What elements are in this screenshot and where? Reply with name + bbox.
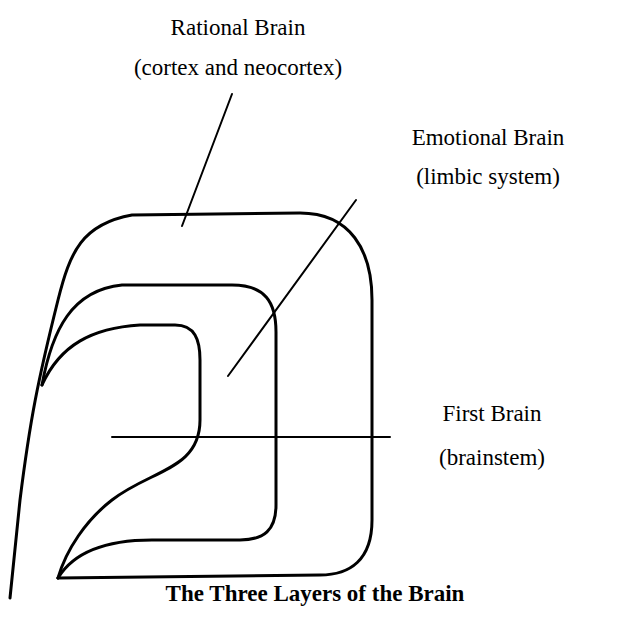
layer-label: (cortex and neocortex): [134, 54, 342, 82]
middle-layer-outline: [42, 285, 276, 578]
layer-label: (brainstem): [439, 444, 545, 472]
leader-line: [228, 200, 356, 376]
layer-label: Emotional Brain: [412, 124, 565, 152]
layer-label: (limbic system): [416, 163, 560, 191]
figure-caption: The Three Layers of the Brain: [166, 580, 465, 608]
outer-layer-outline: [10, 213, 372, 598]
leader-line: [112, 436, 390, 438]
layer-label: Rational Brain: [171, 14, 306, 42]
layer-label: First Brain: [442, 400, 541, 428]
leader-line: [182, 94, 232, 226]
inner-layer-outline: [42, 325, 200, 578]
